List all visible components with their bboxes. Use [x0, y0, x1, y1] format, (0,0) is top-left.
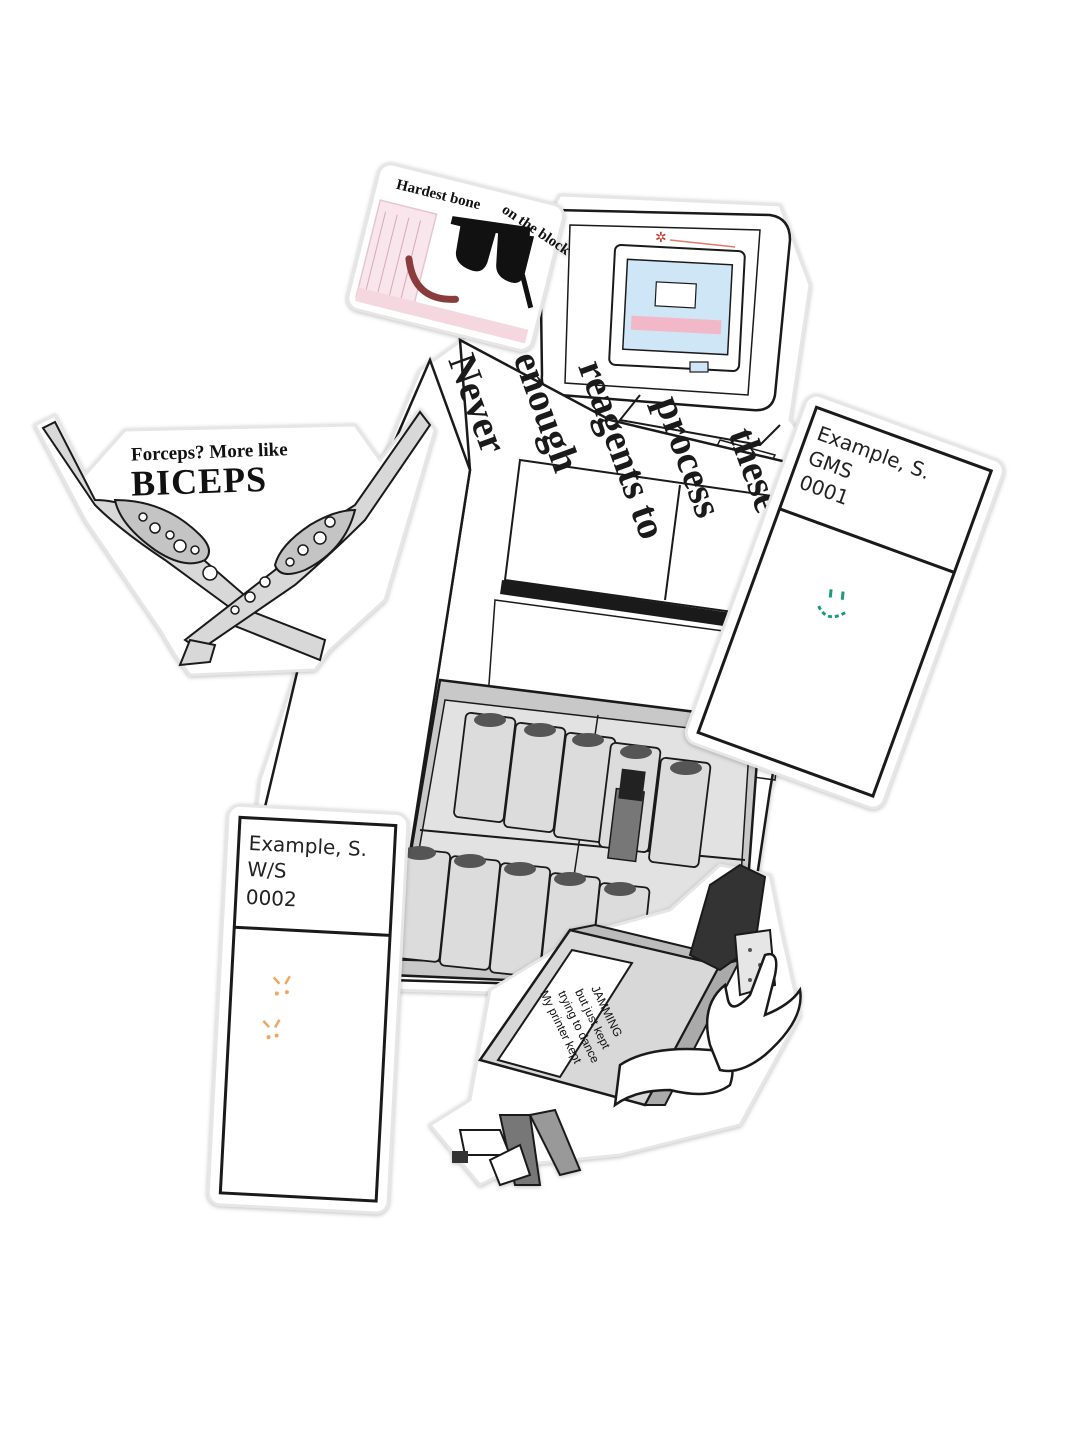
cassette-ws-sticker: Example, S. W/S 0002	[206, 803, 410, 1215]
printer-slot	[688, 863, 777, 997]
cassette-ws-number: 0002	[245, 885, 297, 912]
rock-on-hand-icon	[613, 952, 802, 1108]
cassette-ws-code: W/S	[247, 857, 287, 883]
monitor-icon: ✲	[538, 208, 792, 412]
processor-illustration: ✲	[248, 193, 887, 1002]
bone-sticker: Hardest bone on the block	[346, 162, 573, 352]
forceps-caption-line-2: BICEPS	[130, 459, 267, 504]
cassette-gms-sticker: Example, S. GMS 0001	[684, 393, 1005, 810]
printer-sticker: My printer kept trying to dance but just…	[427, 863, 802, 1187]
smile-icon	[405, 255, 460, 303]
svg-text:✲: ✲	[655, 230, 667, 246]
reagent-bottles-upper	[453, 711, 712, 868]
forceps-sticker: Forceps? More like BICEPS	[32, 407, 437, 677]
worried-face-icon	[262, 975, 291, 1040]
sunglasses-icon	[450, 216, 535, 309]
forceps-left-arm	[41, 420, 327, 662]
printer-legs	[452, 1108, 582, 1187]
smiley-face-icon	[817, 589, 848, 619]
forceps-right-arm	[178, 410, 432, 667]
